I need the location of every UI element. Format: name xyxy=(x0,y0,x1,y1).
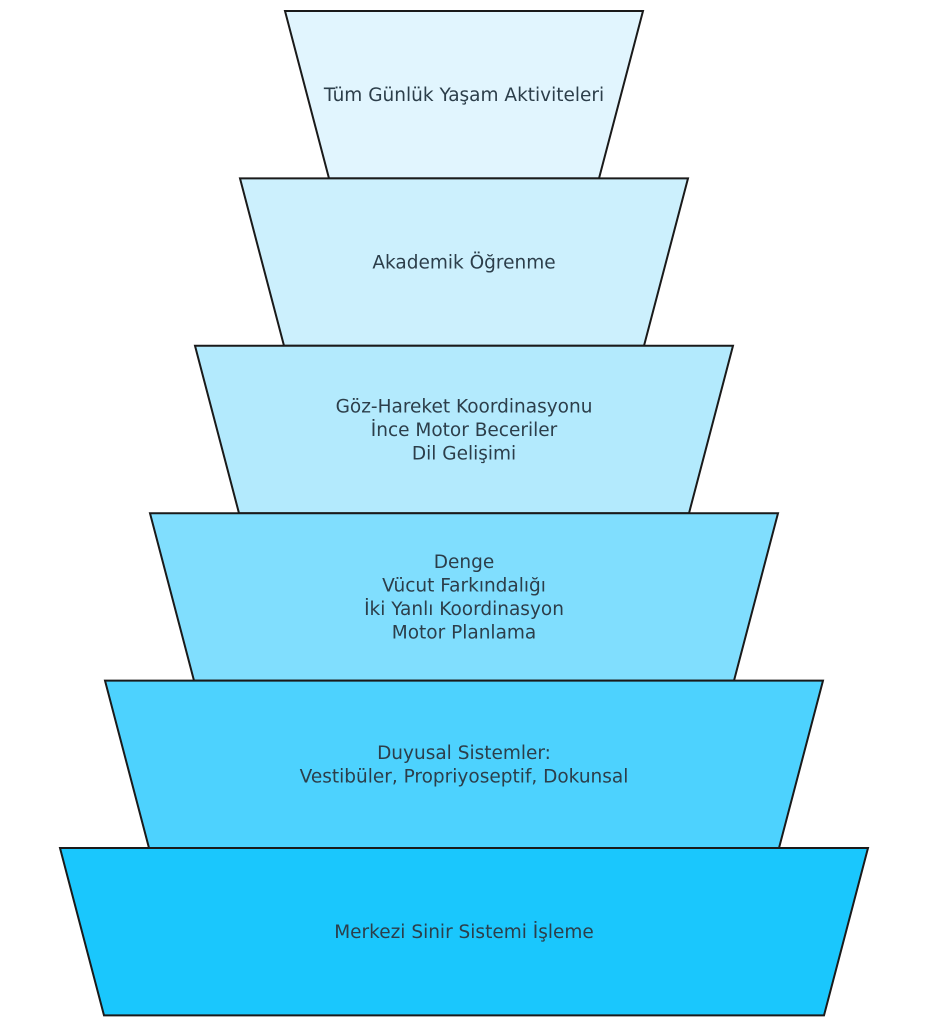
level-label-line: İki Yanlı Koordinasyon xyxy=(364,599,564,620)
level-label-line: Merkezi Sinir Sistemi İşleme xyxy=(334,922,594,943)
level-label-line: Tüm Günlük Yaşam Aktiviteleri xyxy=(323,85,604,106)
level-label-line: Göz-Hareket Koordinasyonu xyxy=(336,397,593,418)
pyramid-level-5: Duyusal Sistemler: Vestibüler, Propriyose… xyxy=(103,679,825,849)
level-trapezoid xyxy=(58,847,870,1017)
level-label-line: Dil Gelişimi xyxy=(412,444,516,465)
level-label-line: Motor Planlama xyxy=(392,623,537,644)
level-label-line: Vestibüler, Propriyoseptif, Dokunsal xyxy=(300,767,629,788)
pyramid-level-2: Akademik Öğrenme xyxy=(238,177,690,347)
level-trapezoid xyxy=(103,679,825,849)
level-label-line: İnce Motor Beceriler xyxy=(371,420,558,441)
level-label-line: Vücut Farkındalığı xyxy=(382,576,546,597)
level-label-line: Denge xyxy=(434,552,494,573)
level-label-line: Duyusal Sistemler: xyxy=(377,743,551,764)
pyramid-level-1: Tüm Günlük Yaşam Aktiviteleri xyxy=(283,10,645,180)
level-trapezoid xyxy=(148,512,780,682)
pyramid-level-6: Merkezi Sinir Sistemi İşleme xyxy=(58,847,870,1017)
level-label-line: Akademik Öğrenme xyxy=(372,252,555,274)
